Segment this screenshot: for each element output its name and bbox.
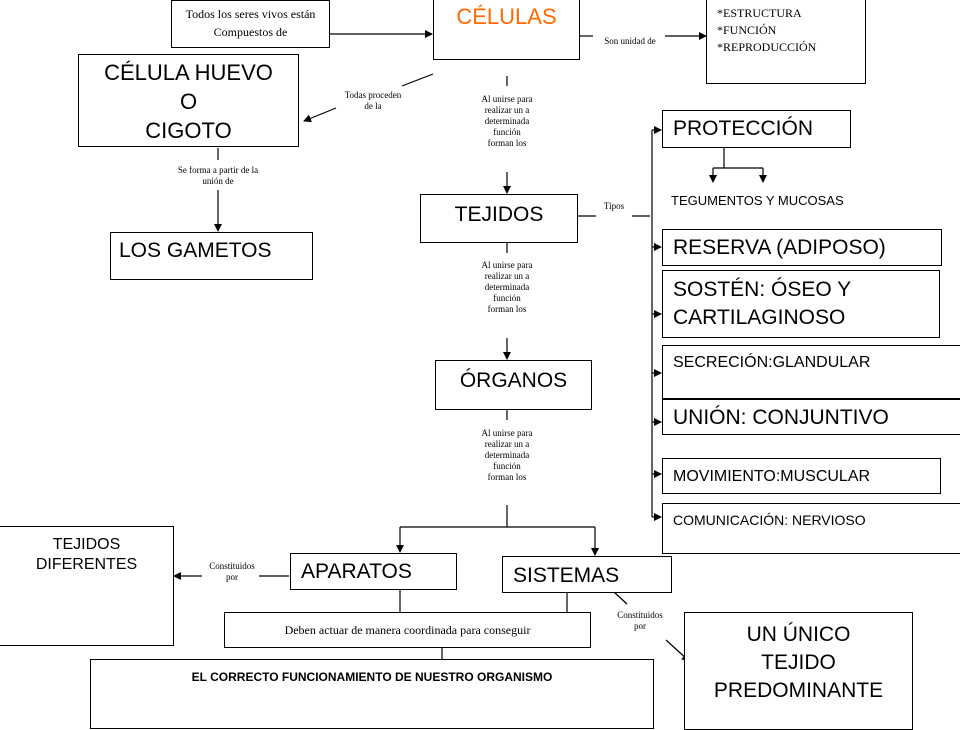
unidad-box: *ESTRUCTURA *FUNCIÓN *REPRODUCCIÓN <box>706 0 866 84</box>
celulas-box: CÉLULAS <box>433 0 580 60</box>
funcionamiento-label: EL CORRECTO FUNCIONAMIENTO DE NUESTRO OR… <box>191 670 553 684</box>
aparatos-box: APARATOS <box>290 553 457 590</box>
unirse-1-line-4: función <box>493 127 521 137</box>
proceden-line-1: Todas proceden <box>344 90 402 100</box>
aparatos-label: APARATOS <box>301 560 412 583</box>
union-box: UNIÓN: CONJUNTIVO <box>662 399 960 435</box>
constituidos-left-line-1: Constituidos <box>209 561 255 571</box>
organos-label: ÓRGANOS <box>459 369 568 392</box>
unirse-1-line-5: forman los <box>487 138 527 148</box>
reserva-box: RESERVA (ADIPOSO) <box>662 229 942 266</box>
sosten-line-2: CARTILAGINOSO <box>673 306 846 329</box>
unico-line-3: PREDOMINANTE <box>713 679 884 702</box>
unico-line-1: UN ÚNICO <box>746 623 851 646</box>
unirse-label-1: Al unirse para realizar un a determinada… <box>462 94 552 149</box>
unirse-label-2: Al unirse para realizar un a determinada… <box>462 260 552 315</box>
cigoto-box: CÉLULA HUEVO O CIGOTO <box>78 54 299 147</box>
constituidos-right-line-2: por <box>634 621 646 631</box>
unirse-3-line-2: realizar un a <box>484 439 530 449</box>
tegumentos-label: TEGUMENTOS Y MUCOSAS <box>671 193 844 208</box>
comunicacion-box: COMUNICACIÓN: NERVIOSO <box>662 503 960 554</box>
unirse-2-line-5: forman los <box>487 304 527 314</box>
gametos-box: LOS GAMETOS <box>110 232 313 280</box>
unirse-1-line-3: determinada <box>484 116 530 126</box>
unirse-3-line-5: forman los <box>487 472 527 482</box>
constituidos-left-line-2: por <box>226 572 238 582</box>
unidad-item-funcion: *FUNCIÓN <box>717 23 777 37</box>
unirse-3-line-1: Al unirse para <box>481 428 533 438</box>
secrecion-box: SECRECIÓN:GLANDULAR <box>662 345 960 399</box>
unico-box: UN ÚNICO TEJIDO PREDOMINANTE <box>684 612 913 730</box>
unirse-2-line-1: Al unirse para <box>481 260 533 270</box>
forma-partir-label: Se forma a partir de la unión de <box>163 165 273 187</box>
celulas-title: CÉLULAS <box>456 4 557 29</box>
unirse-3-line-4: función <box>493 461 521 471</box>
unidad-item-estructura: *ESTRUCTURA <box>717 6 802 20</box>
tipos-label: Tipos <box>603 201 625 211</box>
sosten-line-1: SOSTÉN: ÓSEO Y <box>673 278 852 301</box>
union-label: UNIÓN: CONJUNTIVO <box>673 406 889 429</box>
proteccion-label: PROTECCIÓN <box>673 117 814 140</box>
proceden-line-2: de la <box>364 101 382 111</box>
coordinada-box: Deben actuar de manera coordinada para c… <box>224 612 591 648</box>
sistemas-label: SISTEMAS <box>513 564 620 587</box>
proceden-label: Todas proceden de la <box>334 90 412 112</box>
tejidos-diferentes-line-2: DIFERENTES <box>35 556 138 573</box>
cigoto-line-1: CÉLULA HUEVO <box>104 60 273 85</box>
son-unidad-label: Son unidad de <box>604 36 656 46</box>
intro-box: Todos los seres vivos están Compuestos d… <box>171 0 330 48</box>
cigoto-line-2: O <box>179 89 198 114</box>
reserva-label: RESERVA (ADIPOSO) <box>673 236 886 259</box>
unico-line-2: TEJIDO <box>761 651 836 674</box>
tejidos-label: TEJIDOS <box>454 203 544 226</box>
forma-partir-line-1: Se forma a partir de la <box>177 165 259 175</box>
tejidos-box: TEJIDOS <box>420 194 578 243</box>
funcionamiento-box: EL CORRECTO FUNCIONAMIENTO DE NUESTRO OR… <box>90 659 654 729</box>
secrecion-label: SECRECIÓN:GLANDULAR <box>673 354 871 371</box>
proteccion-box: PROTECCIÓN <box>662 110 851 148</box>
unirse-3-line-3: determinada <box>484 450 530 460</box>
unirse-label-3: Al unirse para realizar un a determinada… <box>462 428 552 483</box>
intro-line-2: Compuestos de <box>213 25 288 39</box>
tejidos-diferentes-box: TEJIDOS DIFERENTES <box>0 526 174 646</box>
unidad-item-reproduccion: *REPRODUCCIÓN <box>717 40 817 54</box>
unirse-2-line-3: determinada <box>484 282 530 292</box>
constituidos-right-line-1: Constituidos <box>617 610 663 620</box>
organos-box: ÓRGANOS <box>435 360 592 410</box>
constituidos-right-label: Constituidos por <box>608 610 672 632</box>
tejidos-diferentes-line-1: TEJIDOS <box>52 536 121 553</box>
constituidos-left-label: Constituidos por <box>200 561 264 583</box>
unirse-1-line-1: Al unirse para <box>481 94 533 104</box>
gametos-label: LOS GAMETOS <box>119 239 272 262</box>
unirse-1-line-2: realizar un a <box>484 105 530 115</box>
sistemas-box: SISTEMAS <box>502 556 672 593</box>
cigoto-line-3: CIGOTO <box>145 118 232 143</box>
coordinada-label: Deben actuar de manera coordinada para c… <box>284 623 531 637</box>
intro-line-1: Todos los seres vivos están <box>185 7 316 21</box>
movimiento-box: MOVIMIENTO:MUSCULAR <box>662 458 941 494</box>
sosten-box: SOSTÉN: ÓSEO Y CARTILAGINOSO <box>662 270 940 338</box>
unirse-2-line-4: función <box>493 293 521 303</box>
movimiento-label: MOVIMIENTO:MUSCULAR <box>673 468 871 485</box>
forma-partir-line-2: unión de <box>202 176 234 186</box>
unirse-2-line-2: realizar un a <box>484 271 530 281</box>
comunicacion-label: COMUNICACIÓN: NERVIOSO <box>673 512 866 528</box>
